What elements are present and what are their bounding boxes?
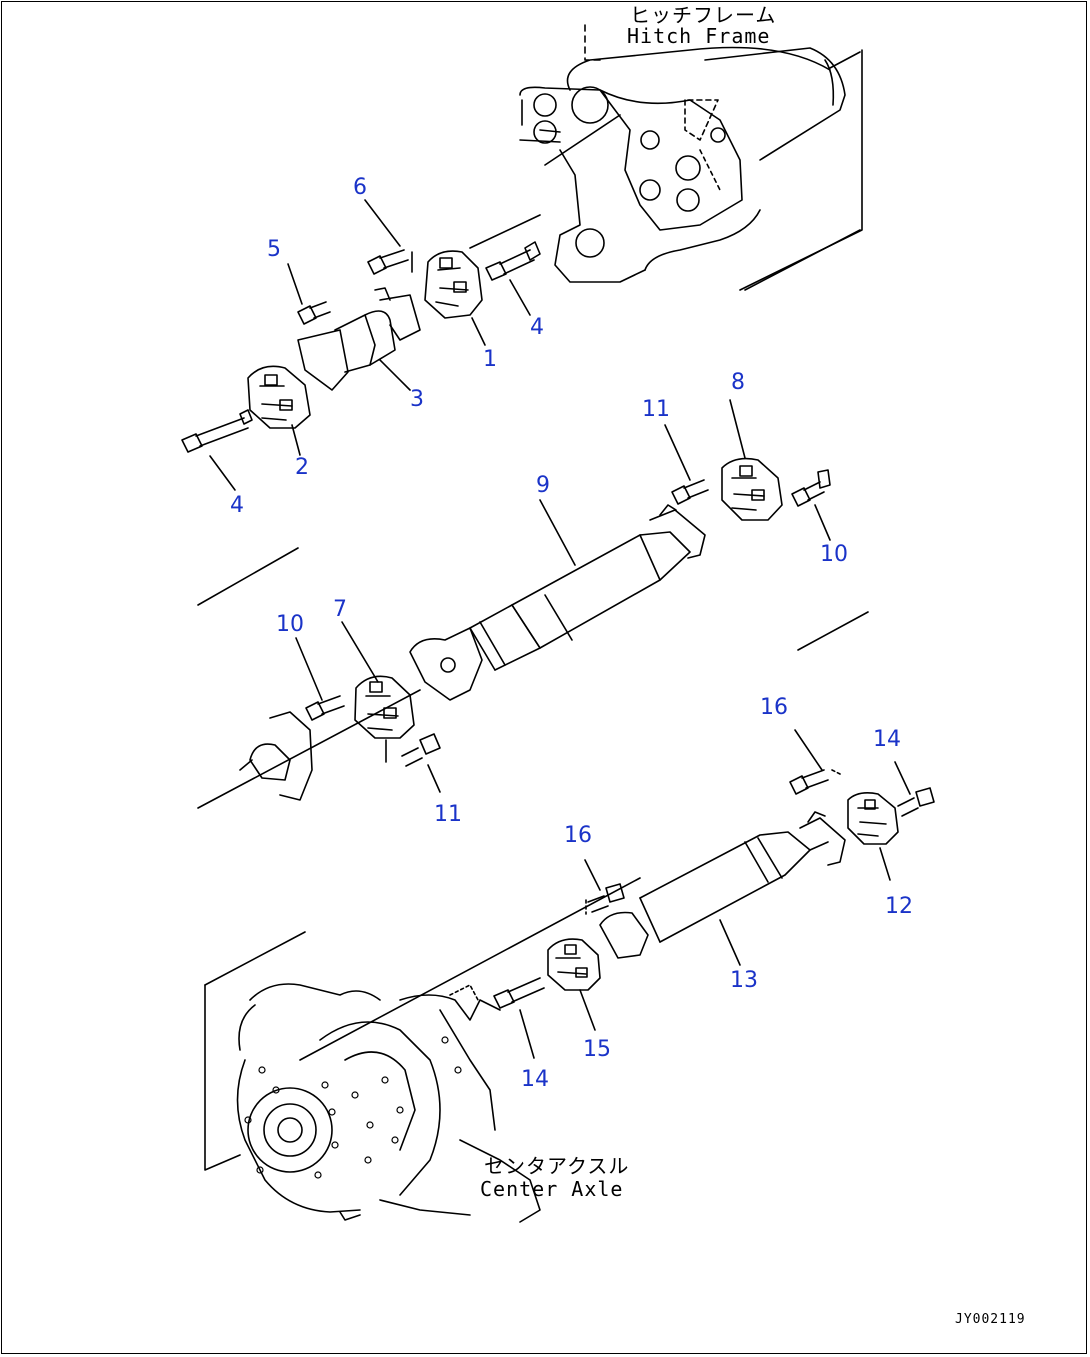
callout-part-11-upper: 11 xyxy=(642,397,670,422)
callout-part-10-upper: 10 xyxy=(820,542,848,567)
center-axle-outline xyxy=(204,931,541,1223)
callout-part-6: 6 xyxy=(353,175,367,200)
callout-part-1: 1 xyxy=(483,347,497,372)
center-axle-label-en: Center Axle xyxy=(480,1177,624,1201)
hitch-frame-label-jp: ヒッチフレーム xyxy=(630,3,777,27)
callout-part-12: 12 xyxy=(885,894,913,919)
callout-part-13: 13 xyxy=(730,968,758,993)
callout-part-2: 2 xyxy=(295,455,309,480)
callout-part-14-upper: 14 xyxy=(873,727,901,752)
callout-part-9: 9 xyxy=(536,473,550,498)
callout-part-3: 3 xyxy=(410,387,424,412)
callout-part-7: 7 xyxy=(333,597,347,622)
hitch-frame-outline xyxy=(469,24,863,291)
callout-part-16-lower: 16 xyxy=(564,823,592,848)
callout-part-14-lower: 14 xyxy=(521,1067,549,1092)
callout-part-16-upper: 16 xyxy=(760,695,788,720)
callout-part-4-lower: 4 xyxy=(230,493,244,518)
document-id: JY002119 xyxy=(955,1312,1026,1327)
upper-coupling-group xyxy=(181,199,541,491)
callout-part-15: 15 xyxy=(583,1037,611,1062)
callout-part-8: 8 xyxy=(731,370,745,395)
center-axle-label-jp: センタアクスル xyxy=(484,1154,630,1178)
callout-part-5: 5 xyxy=(267,237,281,262)
callout-part-4-upper: 4 xyxy=(530,315,544,340)
callout-part-11-lower: 11 xyxy=(434,802,462,827)
hitch-frame-label-en: Hitch Frame xyxy=(627,24,771,48)
middle-shaft-group xyxy=(197,399,869,809)
callout-part-10-lower: 10 xyxy=(276,612,304,637)
lower-shaft-group xyxy=(299,729,935,1061)
